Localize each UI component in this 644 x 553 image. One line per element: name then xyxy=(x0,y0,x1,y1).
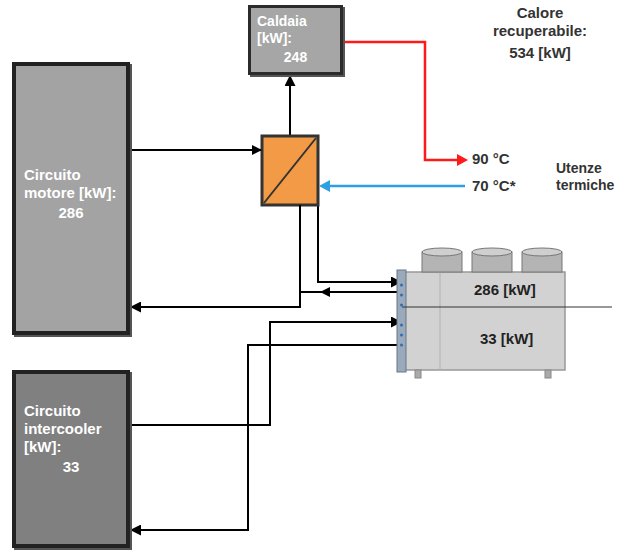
dry-cooler xyxy=(397,248,612,378)
node-value: 33 xyxy=(24,458,118,476)
flow-connector xyxy=(130,322,402,425)
heat-exchanger xyxy=(262,136,318,205)
node-title: 33 [kW] xyxy=(480,330,561,348)
header-dot xyxy=(400,334,403,337)
cooler-header xyxy=(397,270,406,372)
cooler-frame xyxy=(440,272,441,370)
node-title: Caldaia [kW]: xyxy=(257,13,334,47)
header-dot xyxy=(400,294,403,297)
temperature-label: 90 °C xyxy=(472,150,552,168)
cooler-leg xyxy=(415,370,421,378)
arrow-head xyxy=(457,154,468,166)
fan-top xyxy=(472,248,512,256)
heat-recovery-value: 534 [kW] xyxy=(470,44,610,62)
node-title: Circuito intercooler [kW]: xyxy=(24,402,118,456)
arrow-head xyxy=(320,287,330,297)
flow-connector xyxy=(130,345,402,530)
cooler-divider xyxy=(402,307,612,308)
header-dot xyxy=(400,304,403,307)
return-pipe xyxy=(299,205,301,307)
header-dot xyxy=(400,284,403,287)
engine-circuit-box: Circuito motore [kW]: 286 xyxy=(12,62,130,335)
cooler-section: 286 [kW] xyxy=(402,272,565,307)
node-title: 286 [kW] xyxy=(474,281,561,299)
header-dot xyxy=(400,344,403,347)
users-label: Utenze termiche xyxy=(556,160,640,194)
temperature-label: 70 °C* xyxy=(472,177,552,195)
fan-top xyxy=(422,248,462,256)
intercooler-circuit-box: Circuito intercooler [kW]: 33 xyxy=(12,370,130,548)
header-dot xyxy=(400,324,403,327)
cooler-section: 33 [kW] xyxy=(402,307,565,370)
boiler-box: Caldaia [kW]: 248 xyxy=(248,5,343,75)
cooler-body xyxy=(402,272,565,370)
cold-water-pipe xyxy=(328,185,465,188)
node-value: 286 xyxy=(24,204,118,222)
flow-connector xyxy=(130,292,402,307)
arrow-head xyxy=(319,180,330,192)
fan-top xyxy=(522,248,562,256)
arrow-head xyxy=(252,145,262,155)
node-title: Circuito motore [kW]: xyxy=(24,166,118,202)
exchanger-diagonal xyxy=(264,138,316,203)
cooler-leg xyxy=(545,370,551,378)
hot-water-pipe xyxy=(343,42,458,160)
heat-recovery-label: Calore recuperabile: xyxy=(470,4,610,40)
node-value: 248 xyxy=(257,49,334,66)
